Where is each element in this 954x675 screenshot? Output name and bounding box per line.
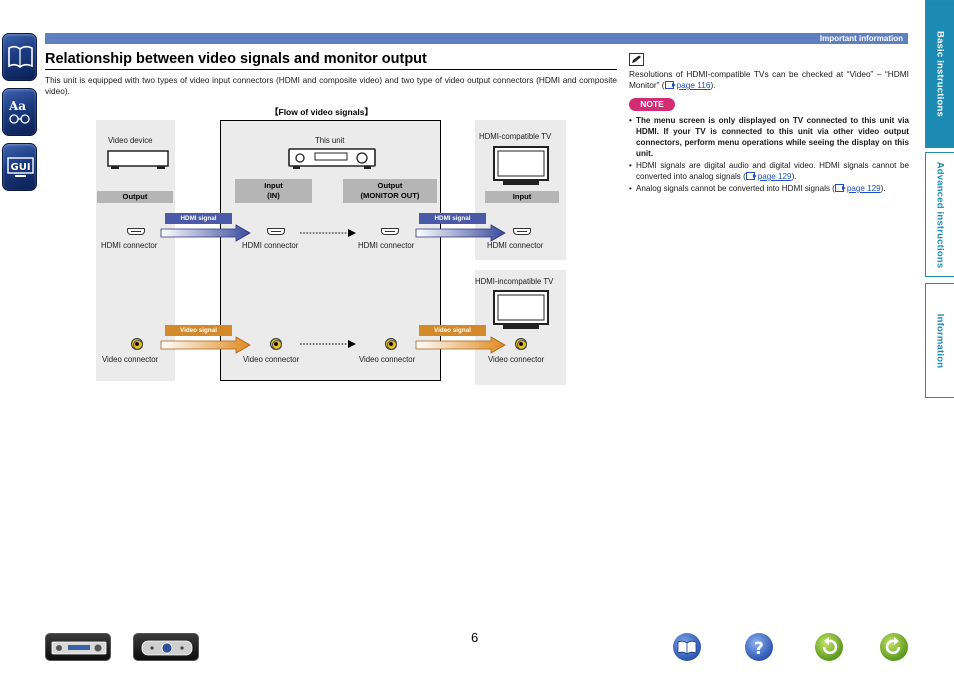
this-unit-label: This unit: [315, 136, 345, 145]
pencil-icon: [629, 53, 644, 66]
intro-paragraph: This unit is equipped with two types of …: [45, 75, 617, 96]
index-icon[interactable]: Aa: [2, 88, 37, 136]
hdmi-incompatible-tv-label: HDMI-incompatible TV: [475, 277, 554, 286]
internal-hdmi-arrow: [300, 229, 356, 237]
svg-text:GUI: GUI: [11, 162, 31, 173]
tab-label: Information: [934, 313, 946, 368]
bullet-text: HDMI signals are digital audio and digit…: [636, 161, 909, 181]
note-list: The menu screen is only displayed on TV …: [629, 115, 909, 195]
hdmi-port-icon: [513, 228, 531, 235]
video-connector-label: Video connector: [102, 355, 159, 364]
unit-output-label: Output (MONITOR OUT): [343, 179, 437, 203]
hdmi-port-icon: [267, 228, 285, 235]
hdmi-port-icon: [381, 228, 399, 235]
page-116-link[interactable]: page 116: [676, 80, 711, 90]
diagram-title: 【Flow of video signals】: [270, 107, 373, 117]
video-connector-label: Video connector: [488, 355, 545, 364]
page-title: Relationship between video signals and m…: [45, 51, 427, 67]
svg-text:?: ?: [754, 639, 764, 659]
hdmi-connector-label: HDMI connector: [358, 241, 415, 250]
video-device-label: Video device: [108, 136, 153, 145]
remote-control-icon[interactable]: [133, 633, 199, 661]
video-device-output-label: Output: [97, 191, 173, 203]
hdmi-signal-tag-left: HDMI signal: [165, 213, 232, 224]
title-underline: [45, 69, 617, 70]
tab-basic-instructions[interactable]: Basic instructions: [925, 0, 954, 148]
internal-video-arrow: [300, 340, 356, 348]
page-ref-icon: [745, 172, 757, 180]
hdmi-arrow-left: [160, 224, 251, 242]
svg-text:Aa: Aa: [8, 99, 26, 113]
page-129-link[interactable]: page 129: [757, 172, 792, 181]
hdmi-connector-label: HDMI connector: [101, 241, 158, 250]
hdmi-arrow-right: [415, 224, 506, 242]
rca-jack-icon: [131, 338, 143, 350]
video-connector-label: Video connector: [359, 355, 416, 364]
gui-icon[interactable]: GUI: [2, 143, 37, 191]
av-receiver-icon: [288, 148, 376, 169]
hdmi-connector-label: HDMI connector: [487, 241, 544, 250]
page-129-link[interactable]: page 129: [846, 184, 881, 193]
video-connector-label: Video connector: [243, 355, 300, 364]
this-unit-panel: [220, 120, 441, 381]
gui-screen-icon: GUI: [7, 157, 34, 177]
video-signal-tag-right: Video signal: [419, 325, 486, 336]
rca-jack-icon: [515, 338, 527, 350]
bullet-text-end: ).: [880, 184, 886, 193]
forward-icon[interactable]: [880, 633, 908, 661]
hdmi-tv-label: HDMI-compatible TV: [479, 132, 552, 141]
hdmi-incompatible-tv-icon: [493, 290, 549, 329]
contents-icon[interactable]: [2, 33, 37, 81]
video-arrow-left: [160, 336, 251, 354]
video-arrow-right: [415, 336, 506, 354]
page-ref-icon: [664, 81, 676, 89]
tab-label: Basic instructions: [934, 31, 946, 117]
video-signal-tag-left: Video signal: [165, 325, 232, 336]
note-badge: NOTE: [629, 98, 675, 111]
rca-jack-icon: [270, 338, 282, 350]
video-device-icon: [107, 150, 169, 169]
list-item: The menu screen is only displayed on TV …: [629, 115, 909, 159]
unit-input-label: Input (IN): [235, 179, 312, 203]
help-icon[interactable]: ?: [745, 633, 773, 661]
book-outline-icon: [8, 45, 33, 69]
page-ref-icon: [834, 184, 846, 192]
tab-label: Advanced instructions: [934, 161, 946, 268]
bullet-text: Analog signals cannot be converted into …: [636, 184, 835, 193]
hdmi-port-icon: [127, 228, 145, 235]
bullet-text-end: ).: [791, 172, 797, 181]
front-panel-icon[interactable]: [45, 633, 111, 661]
page-number: 6: [471, 630, 479, 645]
back-icon[interactable]: [815, 633, 843, 661]
tab-advanced-instructions[interactable]: Advanced instructions: [925, 152, 954, 277]
hdmi-connector-label: HDMI connector: [242, 241, 299, 250]
list-item: Analog signals cannot be converted into …: [629, 183, 909, 194]
tab-information[interactable]: Information: [925, 283, 954, 398]
memo-paragraph: Resolutions of HDMI-compatible TVs can b…: [629, 69, 909, 91]
book-icon[interactable]: [673, 633, 701, 661]
memo-text-end: ).: [710, 80, 716, 90]
section-header-bar: Important information: [45, 33, 908, 44]
hdmi-tv-input-label: Input: [485, 191, 559, 203]
hdmi-signal-tag-right: HDMI signal: [419, 213, 486, 224]
list-item: HDMI signals are digital audio and digit…: [629, 160, 909, 182]
memo-text: Resolutions of HDMI-compatible TVs can b…: [629, 69, 909, 90]
aa-index-icon: Aa: [8, 99, 30, 124]
hdmi-tv-icon: [493, 146, 549, 185]
rca-jack-icon: [385, 338, 397, 350]
section-label: Important information: [819, 34, 903, 43]
